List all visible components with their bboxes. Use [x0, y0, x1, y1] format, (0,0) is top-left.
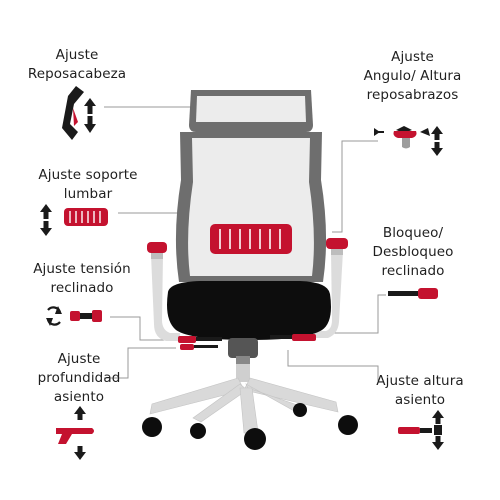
lumbar-adjust-icon	[40, 204, 108, 236]
armrest-adjust-icon	[374, 126, 443, 156]
headrest-adjust-icon	[62, 86, 96, 140]
lumbar-support	[210, 224, 292, 254]
label-seat-depth: Ajuste profundidad asiento	[37, 351, 121, 405]
recline-lock-lever-icon	[388, 288, 438, 299]
leader-seat-depth	[104, 347, 176, 379]
leader-recline-lock	[316, 294, 386, 334]
seat	[167, 281, 331, 340]
label-tension: Ajuste tensión reclinado	[33, 261, 131, 296]
seat-depth-lever-icon	[56, 406, 94, 460]
gas-lift	[228, 338, 258, 382]
label-headrest: Ajuste Reposacabeza	[27, 47, 127, 82]
left-armrest	[147, 242, 180, 341]
label-recline-lock: Bloqueo/ Desbloqueo reclinado	[372, 225, 454, 279]
leader-armrest	[332, 140, 378, 233]
leader-seat-height	[287, 350, 379, 381]
seat-height-lever-icon	[398, 410, 444, 450]
label-armrest: Ajuste Angulo/ Altura reposabrazos	[363, 49, 462, 103]
right-armrest	[314, 238, 348, 338]
tension-knob-icon	[46, 306, 102, 326]
label-lumbar: Ajuste soporte lumbar	[38, 167, 138, 202]
chair-base	[149, 377, 339, 434]
label-seat-height: Ajuste altura asiento	[376, 373, 464, 408]
mechanism	[178, 334, 316, 350]
casters	[142, 403, 358, 450]
backrest	[175, 132, 327, 282]
leader-tension	[110, 316, 178, 341]
